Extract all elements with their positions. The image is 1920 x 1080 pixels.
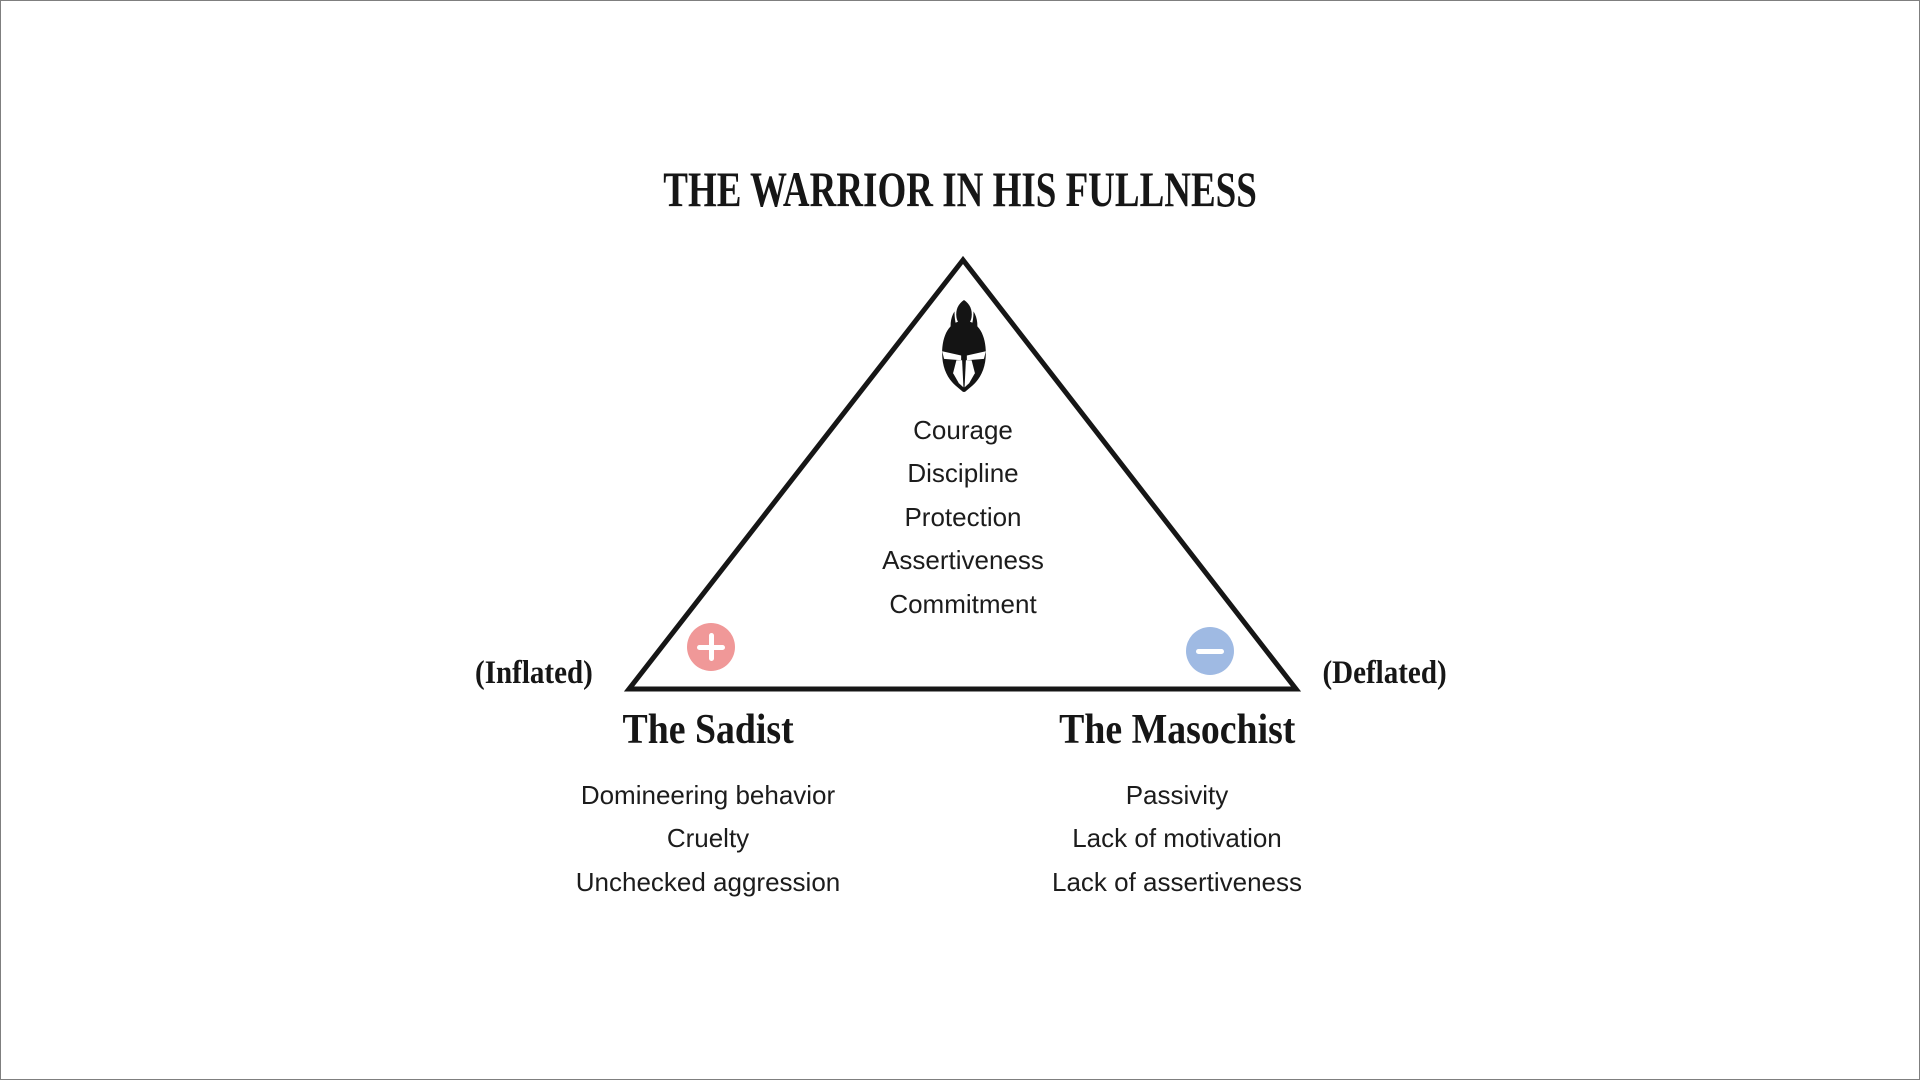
masochist-heading: The Masochist <box>977 707 1377 753</box>
deflated-label-text: (Deflated) <box>1322 655 1448 691</box>
warrior-trait-item: Protection <box>904 501 1022 532</box>
inflated-label: (Inflated) <box>384 655 684 691</box>
minus-icon <box>1186 627 1234 675</box>
page-title: THE WARRIOR IN HIS FULLNESS <box>1 164 1919 214</box>
sadist-trait-item: Cruelty <box>666 823 750 854</box>
masochist-trait-item: Lack of motivation <box>1072 823 1282 854</box>
masochist-trait-item: Passivity <box>1125 780 1229 810</box>
deflated-label: (Deflated) <box>1235 655 1535 691</box>
warrior-trait-item: Courage <box>913 415 1013 445</box>
masochist-heading-text: The Masochist <box>1058 707 1296 753</box>
masochist-trait-item: Lack of assertiveness <box>1051 866 1302 897</box>
warrior-trait-item: Discipline <box>907 458 1019 489</box>
spartan-helmet-icon <box>942 299 986 393</box>
warrior-trait-item: Commitment <box>889 588 1037 619</box>
minus-icon-bar <box>1196 648 1224 654</box>
sadist-trait-item: Unchecked aggression <box>575 866 841 897</box>
sadist-trait-item: Domineering behavior <box>580 780 836 810</box>
page-title-text: THE WARRIOR IN HIS FULLNESS <box>663 161 1257 217</box>
plus-icon <box>687 623 735 671</box>
inflated-label-text: (Inflated) <box>475 655 593 691</box>
warrior-trait-item: Assertiveness <box>882 545 1044 576</box>
sadist-heading-text: The Sadist <box>622 707 794 753</box>
sadist-heading: The Sadist <box>508 707 908 753</box>
plus-icon-bar-vertical <box>708 633 714 661</box>
